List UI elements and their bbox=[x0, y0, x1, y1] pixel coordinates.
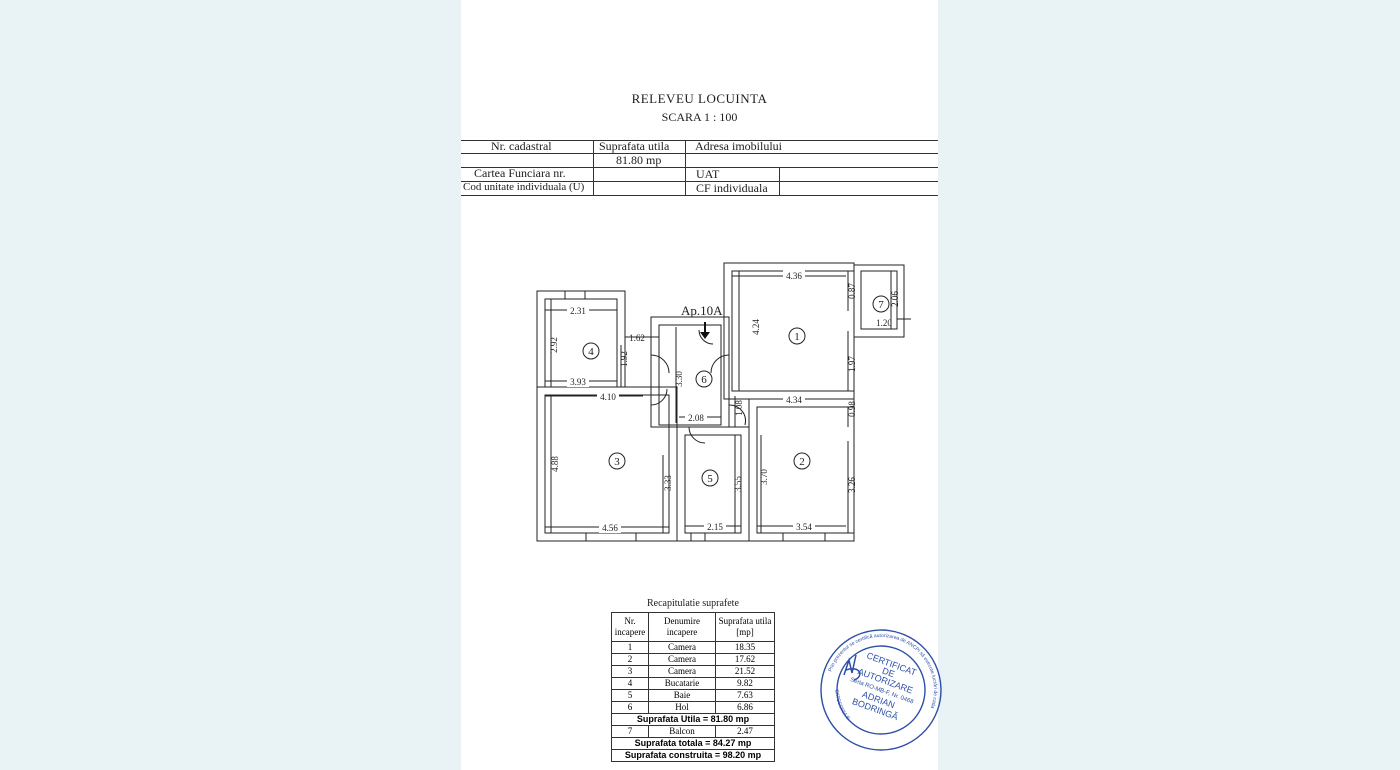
entrance-arrow-icon bbox=[700, 322, 710, 339]
dim-r4-inner: 1.92 bbox=[619, 351, 629, 367]
carte-funciara-label: Cartea Funciara nr. bbox=[474, 166, 566, 180]
cell: Balcon bbox=[648, 725, 716, 738]
cell: 18.35 bbox=[715, 641, 775, 654]
recap-header-suprafata: Suprafata utila [mp] bbox=[715, 612, 775, 642]
cell: 4 bbox=[611, 677, 649, 690]
signature-icon bbox=[843, 654, 861, 681]
dim-r1-bottom: 4.34 bbox=[786, 395, 802, 405]
room-number-3: 3 bbox=[614, 456, 620, 468]
dim-r7-width: 1.20 bbox=[876, 318, 892, 328]
dim-r5-bottom: 2.15 bbox=[707, 522, 723, 532]
dim-r4-width: 2.31 bbox=[570, 306, 586, 316]
dim-r3-inner: 3.33 bbox=[663, 475, 673, 491]
cf-individuala-label: CF individuala bbox=[696, 181, 768, 195]
recap-totala-row: Suprafata totala = 84.27 mp bbox=[611, 737, 775, 750]
dim-r1-side-top: 0.87 bbox=[847, 283, 857, 299]
dim-r7-height: 2.06 bbox=[890, 291, 900, 307]
dim-r2-left: 3.70 bbox=[759, 469, 769, 485]
cell: 3 bbox=[611, 665, 649, 678]
suprafata-utila-value: 81.80 mp bbox=[616, 153, 662, 167]
recap-table: Nr. incapere Denumire incapere Suprafata… bbox=[611, 612, 775, 762]
dim-r6-small: 1.08 bbox=[734, 400, 744, 416]
cell: 7.63 bbox=[715, 689, 775, 702]
cell: Camera bbox=[648, 665, 716, 678]
recap-header-nr: Nr. incapere bbox=[611, 612, 649, 642]
dim-r3-top: 4.10 bbox=[600, 392, 616, 402]
dim-r3-height: 4.88 bbox=[550, 456, 560, 472]
cell: 6.86 bbox=[715, 701, 775, 714]
cell: 5 bbox=[611, 689, 649, 702]
suprafata-utila-label: Suprafata utila bbox=[599, 139, 670, 153]
recap-header-row: Nr. incapere Denumire incapere Suprafata… bbox=[611, 612, 775, 642]
cell: 21.52 bbox=[715, 665, 775, 678]
room-number-2: 2 bbox=[799, 456, 805, 468]
dim-r1-width: 4.36 bbox=[786, 271, 802, 281]
cell: 2.47 bbox=[715, 725, 775, 738]
recap-construita-row: Suprafata construita = 98.20 mp bbox=[611, 749, 775, 762]
dim-r4-notch: 1.62 bbox=[629, 333, 645, 343]
document-page: RELEVEU LOCUINTA SCARA 1 : 100 Nr. cadas… bbox=[461, 0, 946, 770]
recap-title: Recapitulatie suprafete bbox=[647, 598, 739, 609]
dim-r1-height: 4.24 bbox=[751, 319, 761, 335]
dim-r2-bottom: 3.54 bbox=[796, 522, 812, 532]
dim-r6-height: 3.30 bbox=[674, 371, 684, 387]
recap-totala: Suprafata totala = 84.27 mp bbox=[611, 737, 775, 750]
dim-r2-right: 3.26 bbox=[847, 477, 857, 493]
room-number-5: 5 bbox=[707, 473, 713, 485]
cell: Camera bbox=[648, 653, 716, 666]
recap-utila: Suprafata Utila = 81.80 mp bbox=[611, 713, 775, 726]
dim-r2-top-side: 0.98 bbox=[847, 401, 857, 417]
cell: Bucatarie bbox=[648, 677, 716, 690]
nr-cadastral-label: Nr. cadastral bbox=[491, 139, 552, 153]
uat-label: UAT bbox=[696, 167, 720, 181]
recap-header-denumire: Denumire incapere bbox=[648, 612, 716, 642]
cod-unitate-label: Cod unitate individuala (U) bbox=[463, 181, 585, 193]
cell: 7 bbox=[611, 725, 649, 738]
dim-r4-height: 2.92 bbox=[549, 337, 559, 353]
cell: 2 bbox=[611, 653, 649, 666]
apartment-label: Ap.10A bbox=[681, 303, 723, 318]
document-title: RELEVEU LOCUINTA bbox=[631, 91, 768, 106]
authorization-stamp: Prin prezentul se certifică autorizarea … bbox=[819, 625, 946, 751]
dim-r4-bottom: 3.93 bbox=[570, 377, 586, 387]
cell: 9.82 bbox=[715, 677, 775, 690]
document-scale: SCARA 1 : 100 bbox=[661, 110, 738, 124]
dim-r1-side-bottom: 1.97 bbox=[847, 356, 857, 372]
room-number-4: 4 bbox=[588, 346, 594, 358]
cell: 1 bbox=[611, 641, 649, 654]
cell: Camera bbox=[648, 641, 716, 654]
dim-r3-bottom: 4.56 bbox=[602, 523, 618, 533]
cell: 6 bbox=[611, 701, 649, 714]
cell: 17.62 bbox=[715, 653, 775, 666]
room-number-6: 6 bbox=[701, 374, 707, 386]
recap-construita: Suprafata construita = 98.20 mp bbox=[611, 749, 775, 762]
adresa-label: Adresa imobilului bbox=[695, 139, 782, 153]
floor-plan: Ap.10A 1 2 3 4 5 6 7 4.36 4.24 0.87 1.97… bbox=[536, 262, 911, 542]
dim-r5-height: 3.55 bbox=[733, 476, 743, 492]
room-number-7: 7 bbox=[878, 299, 884, 311]
recap-utila-row: Suprafata Utila = 81.80 mp bbox=[611, 713, 775, 726]
stamp-line-2: DE bbox=[881, 666, 896, 680]
dim-r6-width: 2.08 bbox=[688, 413, 704, 423]
cell: Baie bbox=[648, 689, 716, 702]
room-number-1: 1 bbox=[794, 331, 800, 343]
cell: Hol bbox=[648, 701, 716, 714]
